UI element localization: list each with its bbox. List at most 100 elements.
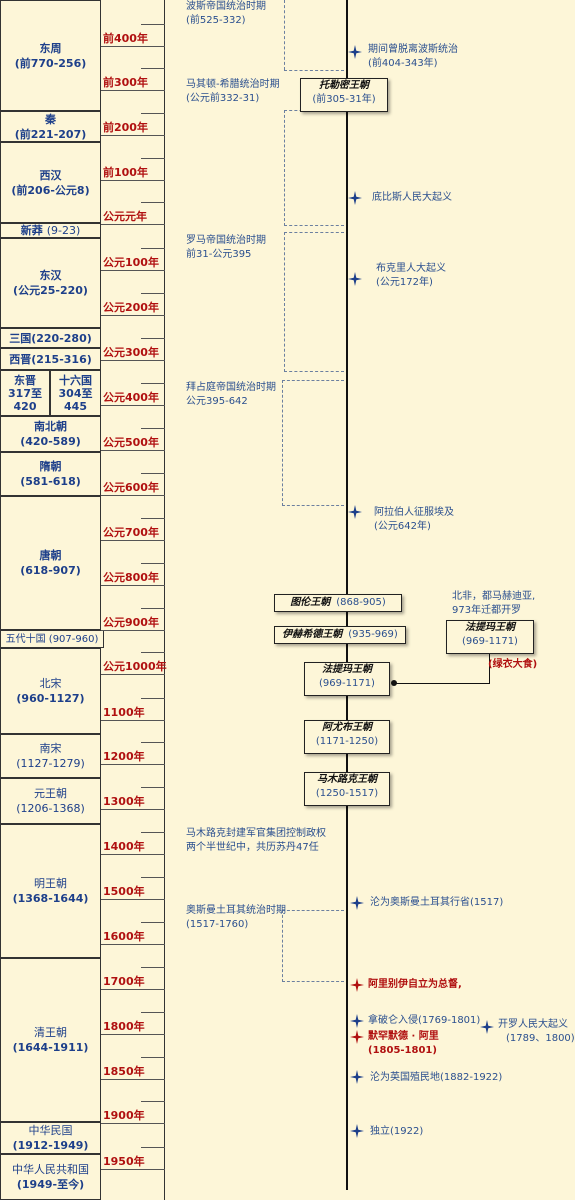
year-subtick	[141, 1012, 165, 1013]
year-label: 1200年	[103, 750, 145, 763]
year-label: 公元500年	[103, 436, 159, 449]
dynasty-box: 法提玛王朝 (969-1171)	[446, 620, 534, 654]
dynasty-cell: 三国(220-280)	[0, 328, 101, 348]
year-tick	[101, 944, 165, 945]
year-subtick	[141, 383, 165, 384]
year-label: 1300年	[103, 795, 145, 808]
dynasty-cell: 东汉 (公元25-220)	[0, 238, 101, 328]
dynasty-cell: 中华人民共和国 (1949-至今)	[0, 1154, 101, 1200]
dynasty-name: 隋朝	[39, 460, 62, 473]
dynasty-years: (前770-256)	[14, 56, 87, 70]
star-icon	[348, 45, 362, 59]
dynasty-cell: 唐朝 (618-907)	[0, 496, 101, 630]
box-title: 托勒密王朝	[319, 80, 369, 91]
event-label: 沦为奥斯曼土耳其行省(1517)	[370, 897, 504, 908]
star-icon	[350, 896, 364, 910]
dynasty-name: 五代十国 (907-960)	[5, 633, 99, 645]
dynasty-cell: 中华民国 (1912-1949)	[0, 1122, 101, 1154]
period-years: (前525-332)	[186, 15, 246, 26]
event-label: 底比斯人民大起义	[372, 192, 452, 203]
event-name: 布克里人大起义	[376, 263, 446, 274]
event-name: 阿拉伯人征服埃及	[374, 507, 454, 518]
dynasty-years: (420-589)	[20, 435, 81, 448]
dynasty-name: 东汉	[39, 269, 62, 282]
box-years: (前305-31年)	[312, 94, 376, 105]
year-ladder	[101, 0, 165, 1200]
dynasty-years: (1949-至今)	[16, 1178, 85, 1191]
year-tick	[101, 674, 165, 675]
dynasty-years: 304至 445	[58, 387, 93, 413]
period-name: 马木路克封建军官集团控制政权	[186, 828, 326, 839]
year-tick	[101, 1034, 165, 1035]
year-subtick	[141, 832, 165, 833]
year-label: 1600年	[103, 930, 145, 943]
period-bracket	[284, 70, 344, 71]
star-icon	[350, 1014, 364, 1028]
dynasty-name: 中华人民共和国	[12, 1163, 89, 1176]
period-label: 马其顿-希腊统治时期 (公元前332-31)	[186, 78, 280, 106]
dynasty-cell: 东周 (前770-256)	[0, 0, 101, 111]
year-subtick	[141, 1101, 165, 1102]
dynasty-years: (1127-1279)	[16, 757, 85, 770]
year-subtick	[141, 877, 165, 878]
period-bracket	[284, 0, 285, 70]
year-subtick	[141, 563, 165, 564]
dynasty-years: (1368-1644)	[12, 892, 89, 905]
dynasty-cell: 东晋 317至 420	[0, 370, 50, 416]
dynasty-name: 东晋	[14, 374, 36, 387]
note-line: 北非，都马赫迪亚,	[452, 591, 536, 602]
year-subtick	[141, 1057, 165, 1058]
dynasty-name: 十六国	[59, 374, 92, 387]
dynasty-cell: 北宋 (960-1127)	[0, 648, 101, 734]
year-tick	[101, 90, 165, 91]
year-tick	[101, 989, 165, 990]
event-years: (前404-343年)	[368, 58, 438, 69]
year-label: 1400年	[103, 840, 145, 853]
period-years: 两个半世纪中，共历苏丹47任	[186, 842, 319, 853]
year-subtick	[141, 742, 165, 743]
year-label: 公元700年	[103, 526, 159, 539]
dynasty-box: 法提玛王朝 (969-1171)	[304, 662, 390, 696]
year-tick	[101, 1169, 165, 1170]
year-tick	[101, 809, 165, 810]
event-label: 独立(1922)	[370, 1126, 424, 1137]
event-years: (1805-1801)	[368, 1045, 437, 1056]
year-subtick	[141, 967, 165, 968]
event-years: (1789、1800)	[506, 1033, 575, 1044]
box-title: 法提玛王朝	[465, 622, 515, 633]
star-icon	[348, 272, 362, 286]
dynasty-cell: 南北朝 (420-589)	[0, 416, 101, 452]
dynasty-cell: 清王朝 (1644-1911)	[0, 958, 101, 1122]
year-tick	[101, 585, 165, 586]
period-years: (1517-1760)	[186, 919, 249, 930]
year-label: 公元100年	[103, 256, 159, 269]
dynasty-name: 三国(220-280)	[9, 331, 92, 345]
star-icon	[350, 978, 364, 992]
year-subtick	[141, 158, 165, 159]
dynasty-cell: 新莽 (9-23)	[0, 223, 101, 238]
event-label: 开罗人民大起义 (1789、1800)	[498, 1018, 575, 1046]
period-bracket	[282, 380, 344, 506]
dynasty-cell: 元王朝 (1206-1368)	[0, 778, 101, 824]
star-icon	[480, 1020, 494, 1034]
dynasty-name: 秦	[45, 112, 56, 126]
dynasty-years: (公元25-220)	[13, 284, 88, 297]
year-subtick	[141, 293, 165, 294]
event-name: 开罗人民大起义	[498, 1019, 568, 1030]
year-tick	[101, 270, 165, 271]
dynasty-years: (1206-1368)	[16, 802, 85, 815]
year-label: 公元300年	[103, 346, 159, 359]
dynasty-name: 西汉	[39, 168, 62, 182]
period-name: 波斯帝国统治时期	[186, 1, 266, 12]
box-title: 法提玛王朝	[322, 664, 372, 675]
year-tick	[101, 1079, 165, 1080]
year-subtick	[141, 24, 165, 25]
year-tick	[101, 630, 165, 631]
star-icon	[348, 505, 362, 519]
year-label: 公元1000年	[103, 660, 167, 673]
year-subtick	[141, 473, 165, 474]
dynasty-years: (581-618)	[20, 475, 81, 488]
year-tick	[101, 540, 165, 541]
star-icon	[350, 1070, 364, 1084]
year-label: 公元800年	[103, 571, 159, 584]
